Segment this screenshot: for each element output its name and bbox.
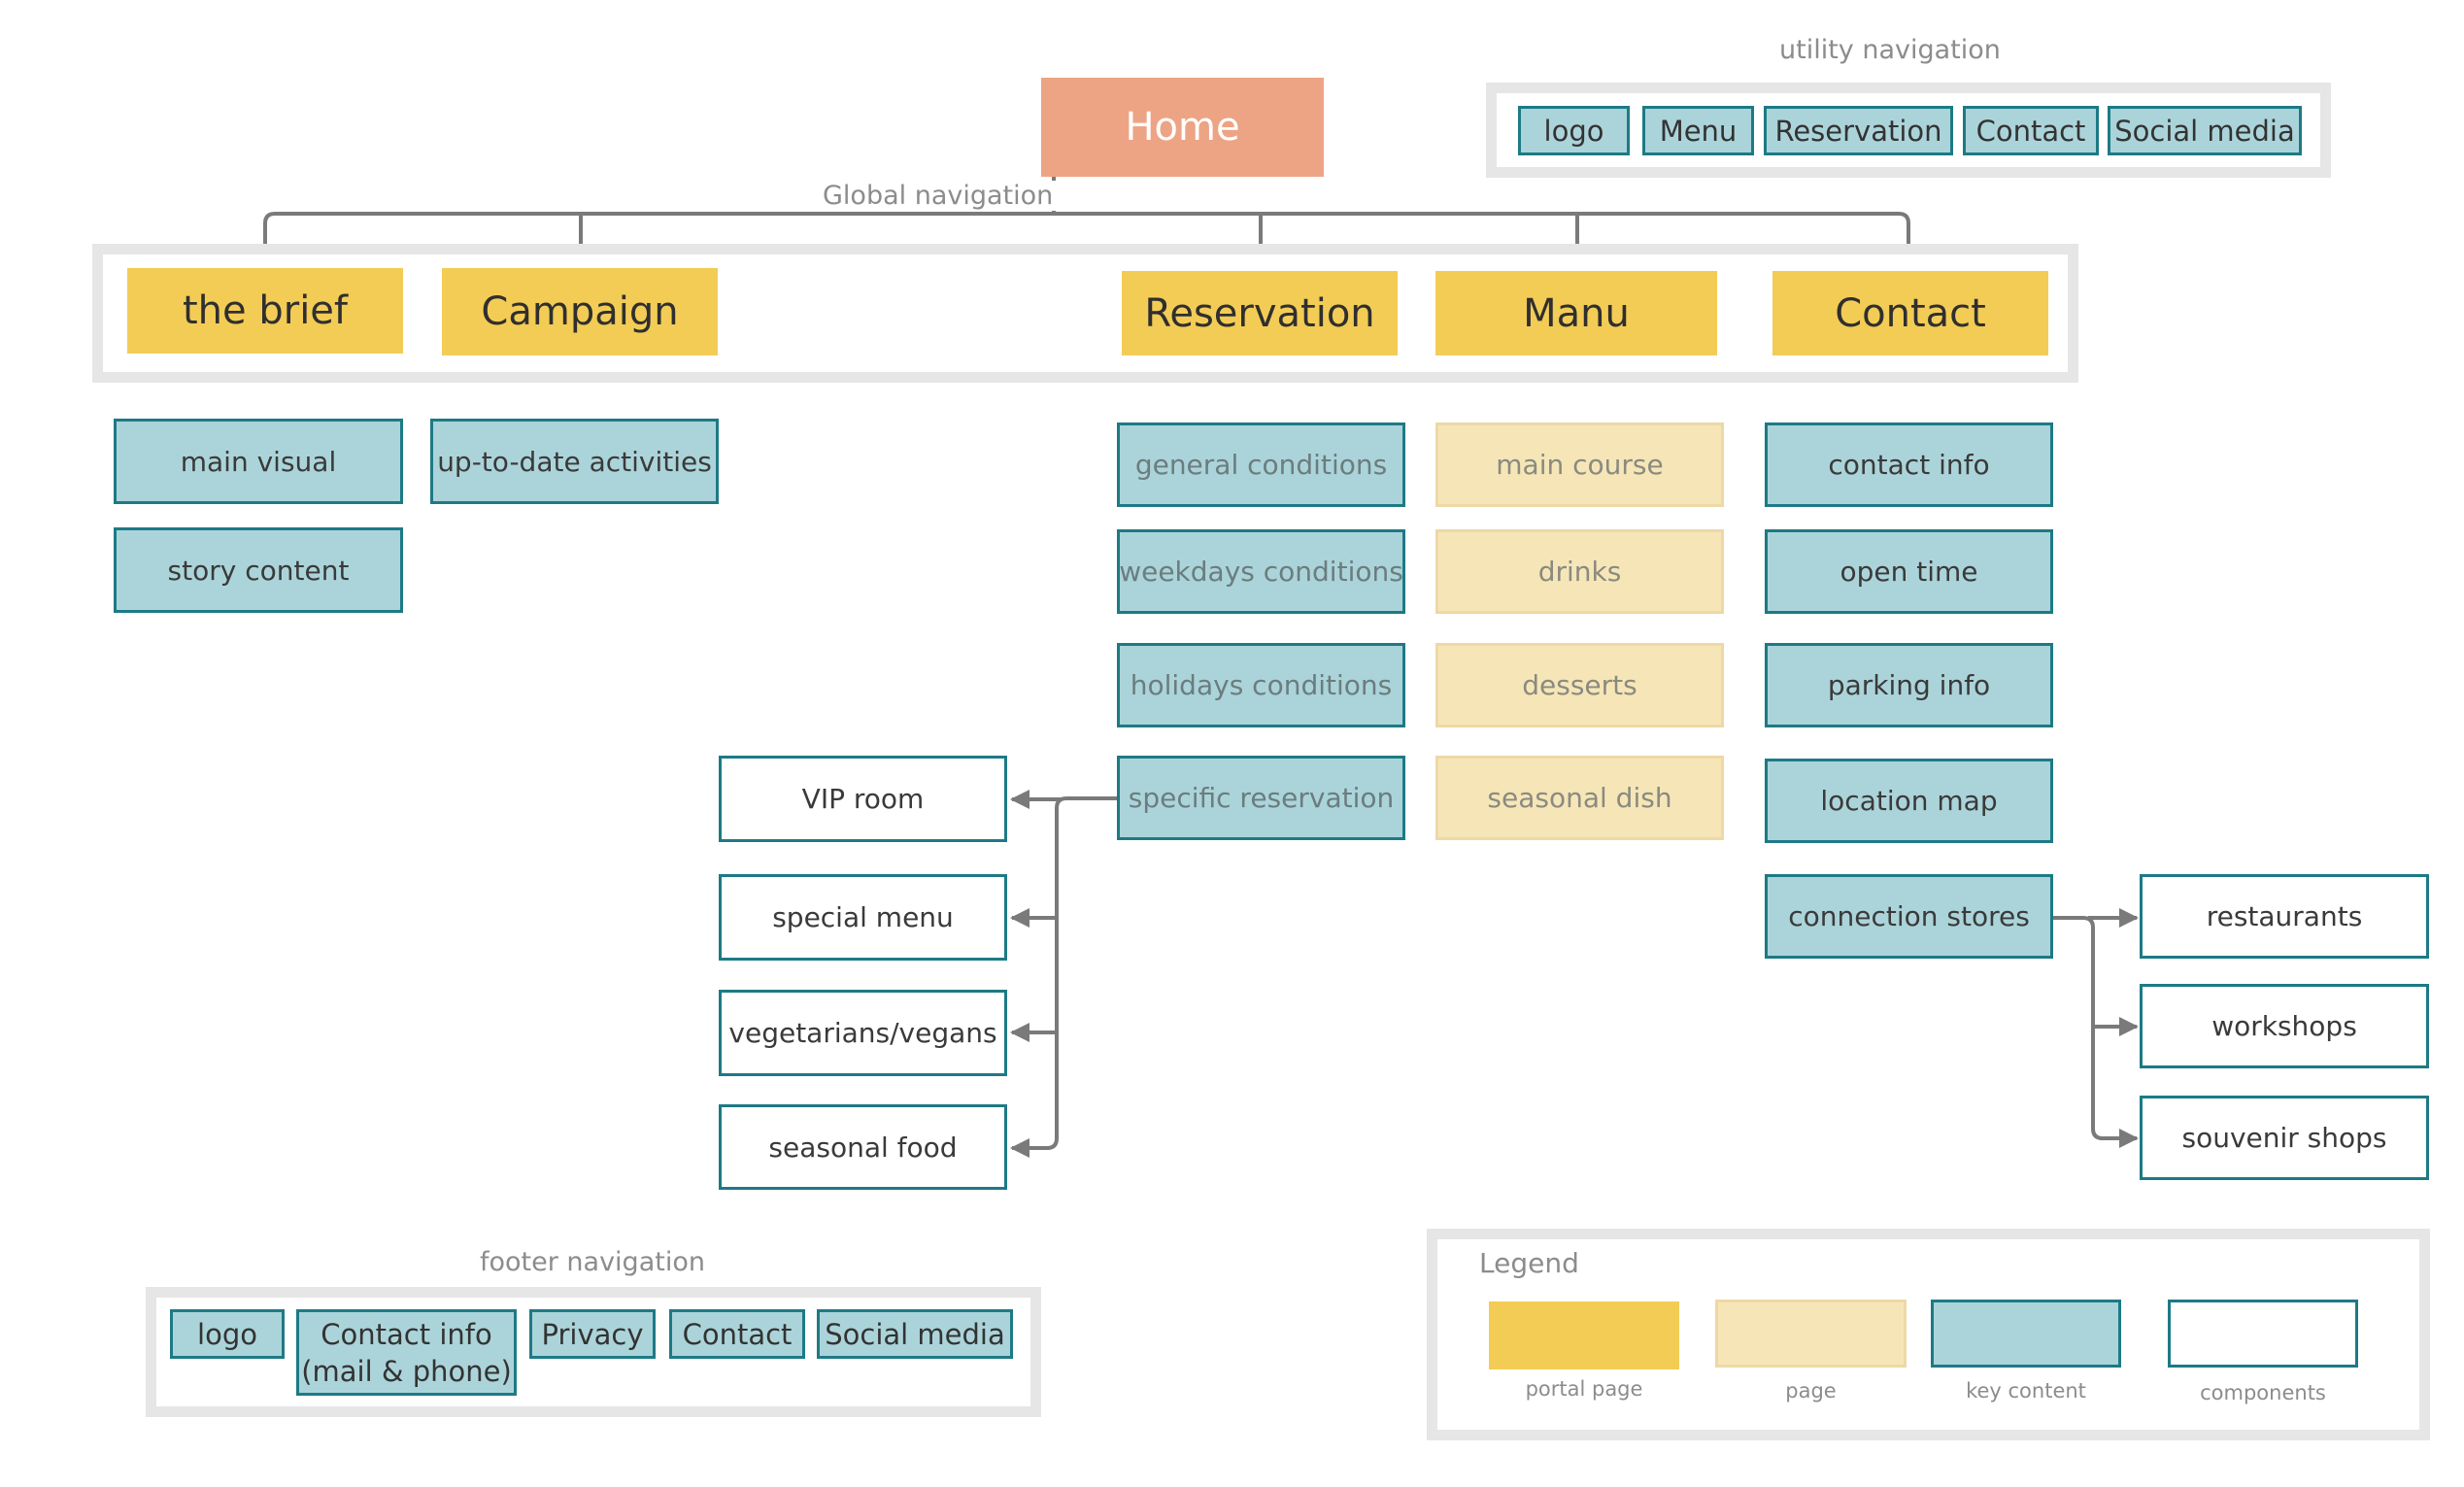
component-special-menu[interactable]: special menu <box>719 874 1007 961</box>
reservation-general-conditions[interactable]: general conditions <box>1117 422 1405 507</box>
footer-nav-label: footer navigation <box>480 1247 705 1277</box>
component-seasonal-food[interactable]: seasonal food <box>719 1104 1007 1190</box>
legend-swatch-page <box>1715 1300 1907 1368</box>
brief-story-content[interactable]: story content <box>114 527 403 613</box>
portal-menu[interactable]: Manu <box>1435 271 1717 355</box>
component-souvenir-shops[interactable]: souvenir shops <box>2140 1096 2429 1180</box>
utility-reservation[interactable]: Reservation <box>1764 106 1953 155</box>
component-vegetarians-vegans[interactable]: vegetarians/vegans <box>719 990 1007 1076</box>
menu-main-course[interactable]: main course <box>1435 422 1724 507</box>
component-workshops[interactable]: workshops <box>2140 984 2429 1068</box>
home-node[interactable]: Home <box>1041 78 1324 177</box>
brief-main-visual[interactable]: main visual <box>114 419 403 504</box>
reservation-weekdays-conditions[interactable]: weekdays conditions <box>1117 529 1405 614</box>
contact-contact-info[interactable]: contact info <box>1765 422 2053 507</box>
portal-reservation[interactable]: Reservation <box>1122 271 1398 355</box>
legend-label-component: components <box>2200 1381 2326 1404</box>
specific-branch-trunk <box>1046 796 1119 1150</box>
stores-branch-trunk <box>2052 916 2104 1140</box>
campaign-up-to-date-activities[interactable]: up-to-date activities <box>430 419 719 504</box>
footer-privacy[interactable]: Privacy <box>529 1309 656 1359</box>
footer-contact-info[interactable]: Contact info (mail & phone) <box>296 1309 517 1396</box>
portal-the-brief[interactable]: the brief <box>127 268 403 354</box>
contact-parking-info[interactable]: parking info <box>1765 643 2053 727</box>
portal-campaign[interactable]: Campaign <box>442 268 718 355</box>
menu-drinks[interactable]: drinks <box>1435 529 1724 614</box>
global-nav-bus <box>263 212 1910 243</box>
reservation-holidays-conditions[interactable]: holidays conditions <box>1117 643 1405 727</box>
utility-social-media[interactable]: Social media <box>2108 106 2302 155</box>
footer-logo[interactable]: logo <box>170 1309 285 1359</box>
utility-logo[interactable]: logo <box>1518 106 1630 155</box>
legend-swatch-portal <box>1489 1301 1679 1369</box>
menu-seasonal-dish[interactable]: seasonal dish <box>1435 756 1724 840</box>
legend-title: Legend <box>1479 1247 1579 1279</box>
utility-menu[interactable]: Menu <box>1642 106 1754 155</box>
footer-social-media[interactable]: Social media <box>817 1309 1013 1359</box>
utility-nav-label: utility navigation <box>1779 35 2001 65</box>
contact-location-map[interactable]: location map <box>1765 759 2053 843</box>
global-nav-label: Global navigation <box>819 181 1058 211</box>
legend-label-key: key content <box>1966 1379 2086 1403</box>
footer-contact-info-line2: (mail & phone) <box>301 1354 512 1388</box>
reservation-specific-reservation[interactable]: specific reservation <box>1117 756 1405 840</box>
footer-contact[interactable]: Contact <box>669 1309 805 1359</box>
contact-open-time[interactable]: open time <box>1765 529 2053 614</box>
utility-contact[interactable]: Contact <box>1963 106 2099 155</box>
component-vip-room[interactable]: VIP room <box>719 756 1007 842</box>
portal-contact[interactable]: Contact <box>1772 271 2048 355</box>
legend-label-portal: portal page <box>1525 1377 1643 1401</box>
legend-label-page: page <box>1785 1379 1837 1403</box>
footer-contact-info-line1: Contact info <box>321 1317 492 1351</box>
menu-desserts[interactable]: desserts <box>1435 643 1724 727</box>
contact-connection-stores[interactable]: connection stores <box>1765 874 2053 959</box>
legend-swatch-component <box>2168 1300 2358 1368</box>
legend-swatch-key <box>1931 1300 2121 1368</box>
component-restaurants[interactable]: restaurants <box>2140 874 2429 959</box>
global-nav-frame <box>92 244 2078 383</box>
